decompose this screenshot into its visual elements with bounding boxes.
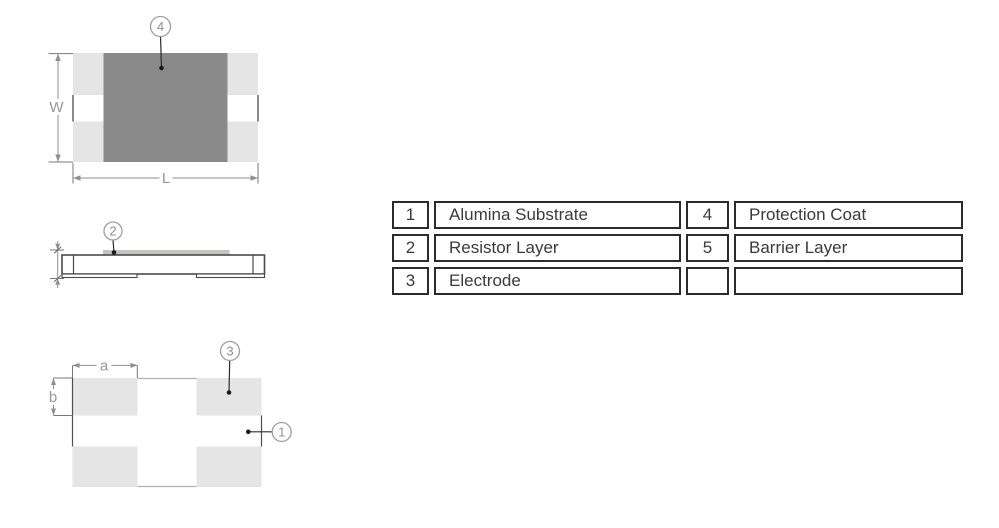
dim-b: b <box>46 377 73 416</box>
legend-number-cell: 2 <box>392 234 429 262</box>
callout-number: 1 <box>278 425 285 440</box>
dim-label-bg <box>96 357 112 373</box>
length-dimension: L <box>72 163 259 187</box>
side-view: 2 <box>50 221 266 288</box>
callout-number: 3 <box>226 344 233 359</box>
legend-number-cell: 4 <box>686 201 729 229</box>
arrowhead <box>72 362 80 368</box>
electrode-pad <box>72 446 138 487</box>
extension-line <box>53 377 73 416</box>
callout-circle <box>103 221 123 241</box>
dim-label-bg <box>159 170 173 186</box>
dim-a-label: a <box>100 358 109 375</box>
legend-label-cell: Resistor Layer <box>434 234 681 262</box>
extension-line <box>72 163 259 184</box>
top-view: W L 4 <box>48 15 259 187</box>
electrode-pad <box>72 378 138 416</box>
electrode-pad <box>196 446 262 487</box>
leader-line <box>228 360 231 393</box>
table-row: 2 Resistor Layer 5 Barrier Layer <box>392 234 963 262</box>
bottom-electrode-slab <box>61 273 138 279</box>
legend-label-cell <box>734 267 963 295</box>
callout-electrode: 3 <box>219 340 241 395</box>
electrode-pad <box>73 53 104 95</box>
callout-circle <box>271 421 292 443</box>
legend-label-cell: Barrier Layer <box>734 234 963 262</box>
extension-line <box>72 365 138 378</box>
table-row: 1 Alumina Substrate 4 Protection Coat <box>392 201 963 229</box>
extension-line <box>48 53 73 163</box>
callout-number: 2 <box>109 224 116 239</box>
callout-circle <box>219 340 241 362</box>
arrowhead <box>250 175 258 181</box>
arrowhead <box>51 408 56 416</box>
substrate-body <box>61 254 266 275</box>
leader-dot <box>111 250 117 255</box>
leader-dot <box>246 429 251 435</box>
thickness-dimension <box>50 241 64 288</box>
leader-dot <box>226 390 232 395</box>
substrate-edge-line <box>72 95 259 122</box>
dim-a: a <box>72 357 138 378</box>
legend-number-cell: 3 <box>392 267 429 295</box>
arrowhead <box>55 53 61 61</box>
legend-table: 1 Alumina Substrate 4 Protection Coat 2 … <box>387 196 968 300</box>
arrowhead <box>73 175 81 181</box>
length-dim-label: L <box>162 170 170 187</box>
dim-label-bg <box>46 389 60 405</box>
dim-label-bg <box>48 99 65 115</box>
arrowhead <box>51 378 56 385</box>
arrowhead <box>130 362 138 368</box>
leader-line <box>159 36 163 68</box>
callout-number: 4 <box>157 19 164 34</box>
width-dim-label: W <box>49 99 64 116</box>
electrode-pad <box>73 121 104 162</box>
arrowhead <box>55 243 61 250</box>
table-row: 3 Electrode <box>392 267 963 295</box>
electrode-pad <box>227 53 258 95</box>
callout-protection-coat: 4 <box>149 15 172 71</box>
legend-number-cell: 1 <box>392 201 429 229</box>
bottom-view: a b 3 1 <box>46 340 292 488</box>
protection-coat-area <box>103 53 228 162</box>
leader-dot <box>159 65 164 71</box>
electrode-pad <box>227 121 258 162</box>
resistor-layer-strip <box>103 250 230 255</box>
legend-label-cell: Protection Coat <box>734 201 963 229</box>
callout-circle <box>149 15 172 38</box>
substrate-edge-line <box>137 377 197 488</box>
legend-label-cell: Electrode <box>434 267 681 295</box>
arrowhead <box>55 278 61 285</box>
termination-edge-line <box>72 255 254 274</box>
width-dimension: W <box>48 53 73 163</box>
dim-b-label: b <box>49 389 57 406</box>
callout-alumina-substrate: 1 <box>246 421 292 443</box>
oblique-tick <box>53 246 62 283</box>
legend-label-cell: Alumina Substrate <box>434 201 681 229</box>
legend-number-cell <box>686 267 729 295</box>
callout-resistor-layer: 2 <box>103 221 123 255</box>
bottom-electrode-slab <box>195 273 266 279</box>
legend-number-cell: 5 <box>686 234 729 262</box>
arrowhead <box>55 154 61 162</box>
